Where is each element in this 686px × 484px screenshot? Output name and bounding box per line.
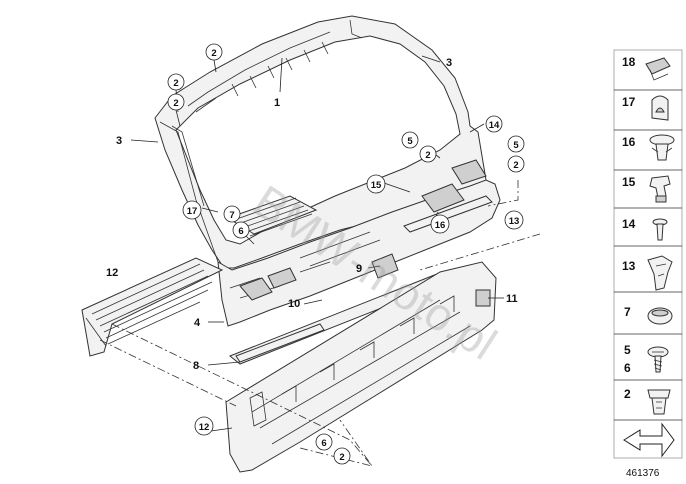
callout-2-right: 2 <box>513 160 518 171</box>
circled-callouts: 2 2 2 5 2 14 5 2 15 17 7 6 16 13 12 6 2 <box>167 43 525 465</box>
callout-15: 14 <box>489 120 500 131</box>
callout-2-left-upper: 2 <box>173 78 178 89</box>
reference-lines <box>99 180 541 467</box>
screw-washer-icon <box>647 346 669 373</box>
expanding-rivet-icon <box>649 134 675 161</box>
legend-label-6: 6 <box>624 361 631 375</box>
callout-4: 4 <box>194 317 201 329</box>
callout-11: 11 <box>506 293 518 305</box>
callout-8: 8 <box>193 360 199 372</box>
legend-label-5: 5 <box>624 343 631 357</box>
callout-labels: 1 3 3 4 8 9 10 11 12 <box>106 57 518 372</box>
callout-2-top: 2 <box>211 48 216 59</box>
callout-14: 13 <box>509 216 520 227</box>
parts-legend: 18 17 16 15 14 13 <box>613 49 683 459</box>
callout-2-bottom: 2 <box>339 452 344 463</box>
bottom-cover-panel <box>225 261 497 473</box>
expansion-nut-icon <box>647 389 671 415</box>
callout-5-center: 5 <box>407 136 413 147</box>
tailgate-frame-trim <box>154 15 487 269</box>
callout-17: 16 <box>435 220 446 231</box>
callout-16: 15 <box>371 180 382 191</box>
callout-12: 12 <box>106 267 118 279</box>
callout-18: 17 <box>187 206 198 217</box>
callout-5-right: 5 <box>513 140 519 151</box>
callout-2-center: 2 <box>425 150 430 161</box>
callout-1: 1 <box>274 97 280 109</box>
legend-label-15: 15 <box>622 175 636 189</box>
callout-2-left-lower: 2 <box>173 98 178 109</box>
callout-3-left: 3 <box>116 135 122 147</box>
legend-label-18: 18 <box>622 55 636 69</box>
center-bracket <box>371 253 399 279</box>
callout-9: 9 <box>356 263 362 275</box>
plastic-clip-icon <box>647 255 673 291</box>
spring-clip-icon <box>649 175 671 203</box>
cap-icon <box>647 307 673 325</box>
callout-7: 7 <box>229 210 234 221</box>
legend-label-2: 2 <box>624 387 631 401</box>
callout-6-center: 6 <box>238 226 243 237</box>
clip-nut-icon <box>645 57 671 81</box>
legend-label-13: 13 <box>622 259 636 273</box>
callout-13: 12 <box>199 422 210 433</box>
hook-clip-icon <box>651 95 669 121</box>
arrow-icon <box>623 422 675 458</box>
legend-label-14: 14 <box>622 217 636 231</box>
legend-label-7: 7 <box>624 305 631 319</box>
legend-label-17: 17 <box>622 95 636 109</box>
callout-10: 10 <box>288 298 300 310</box>
legend-label-16: 16 <box>622 135 636 149</box>
trim-strip <box>229 195 493 365</box>
callout-6-bottom: 6 <box>321 438 326 449</box>
push-pin-icon <box>652 218 668 241</box>
grille-panel-upper <box>226 195 318 237</box>
callout-3-top-right: 3 <box>446 57 452 69</box>
reference-number: 461376 <box>626 468 660 479</box>
